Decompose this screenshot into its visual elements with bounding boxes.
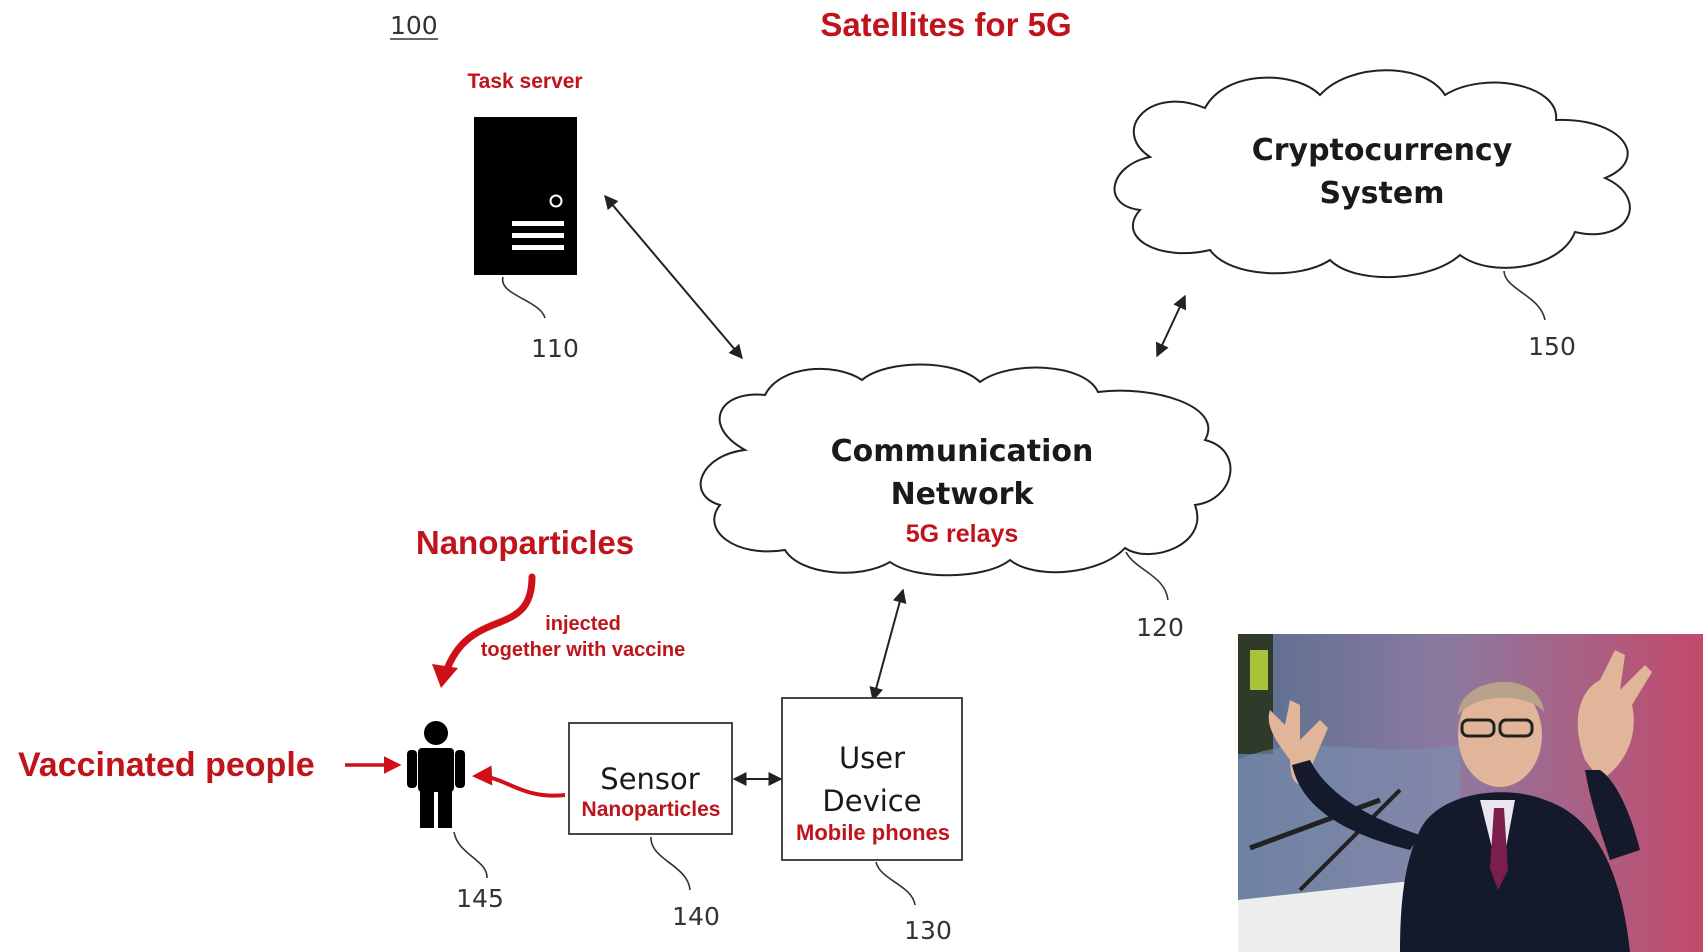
user-device-annotation: Mobile phones [796, 820, 950, 845]
network-leader [1125, 551, 1169, 601]
crypto-ref: 150 [1528, 332, 1576, 361]
nanoparticles-label: Nanoparticles [416, 524, 634, 561]
task-server-ref: 110 [531, 334, 579, 363]
sensor-ref: 140 [672, 902, 720, 931]
network-label-line1: Communication [831, 434, 1094, 469]
network-annotation: 5G relays [906, 520, 1019, 548]
crypto-label-line1: Cryptocurrency [1252, 133, 1513, 168]
crypto-leader [1503, 270, 1546, 321]
nanoparticles-arrowhead [432, 664, 458, 688]
speaker-photo-icon [1238, 634, 1703, 952]
nanoparticles-curve [442, 573, 536, 676]
server-network-arrow [604, 194, 743, 360]
person-leader [453, 831, 488, 879]
injected-line1: injected [545, 613, 621, 635]
sensor-box [568, 722, 733, 835]
crypto-cloud [1113, 69, 1631, 279]
person-ref: 145 [456, 884, 504, 913]
network-device-arrow [869, 588, 907, 702]
network-ref: 120 [1136, 613, 1184, 642]
injected-line2: together with vaccine [481, 639, 686, 661]
task-server-leader [502, 276, 546, 319]
vaccinated-people-label: Vaccinated people [18, 746, 315, 784]
user-device-ref: 130 [904, 916, 952, 945]
sensor-person-red-arrow [472, 765, 566, 798]
figure-title: Satellites for 5G [820, 6, 1071, 43]
user-device-leader [875, 861, 916, 906]
network-label-line2: Network [891, 477, 1035, 512]
server-tower-icon [474, 117, 577, 275]
figure-ref-number: 100 [390, 11, 438, 40]
user-device-line2: Device [822, 784, 921, 818]
crypto-label-line2: System [1320, 176, 1445, 211]
person-icon [407, 721, 465, 828]
sensor-leader [650, 836, 691, 891]
sensor-annotation: Nanoparticles [582, 798, 721, 821]
user-device-box [781, 697, 963, 861]
task-server-label: Task server [467, 70, 582, 93]
sensor-line1: Sensor [600, 762, 699, 796]
user-device-line1: User [839, 741, 905, 775]
network-crypto-arrow [1155, 294, 1187, 358]
network-cloud [699, 363, 1232, 577]
